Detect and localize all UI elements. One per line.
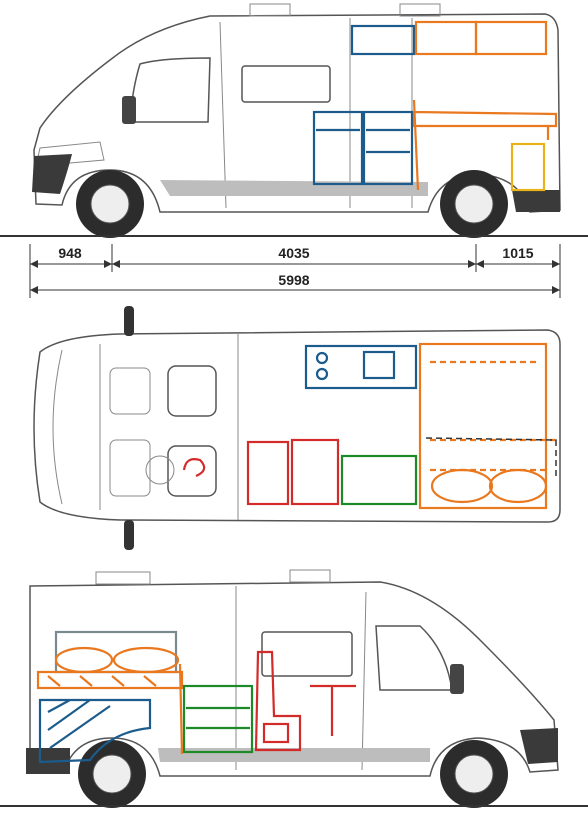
roof-vent: [249, 3, 291, 17]
rear-overhang-label: 1015: [502, 245, 533, 261]
roof-vent-3: [95, 571, 151, 585]
side-sill: [160, 180, 428, 196]
van-body-outline-right: [29, 581, 559, 777]
top-view: [33, 306, 561, 550]
rear-bumper: [512, 190, 560, 212]
van-top-outline: [33, 329, 561, 523]
side-view-left: [0, 3, 588, 238]
cabinet-red-2: [290, 438, 340, 506]
side-mirror: [122, 96, 136, 124]
upper-cabinet-orange-2: [474, 20, 548, 56]
cabinet-red-1: [246, 440, 290, 506]
pillow-2: [488, 468, 548, 504]
bed-side: [36, 670, 184, 690]
front-bumper: [32, 154, 72, 194]
overall-length-label: 5998: [278, 272, 309, 288]
mirror-top-left: [124, 306, 134, 336]
side-view-right: [0, 569, 588, 808]
roof-vent-rear: [399, 3, 441, 17]
front-overhang-label: 948: [58, 245, 82, 261]
front-side-window: [129, 57, 211, 123]
kitchen-unit-left: [312, 110, 364, 186]
dimension-lines: 948 4035 1015 5998: [29, 244, 561, 298]
bed-platform: [412, 99, 558, 191]
kitchen-counter-top: [304, 344, 418, 390]
upper-cabinet-orange-1: [414, 20, 478, 56]
rear-bed: [418, 342, 548, 510]
pillow-1: [430, 468, 494, 504]
kitchen-unit-right: [362, 110, 414, 186]
front-side-window-right: [375, 625, 453, 691]
pillow-side-1: [54, 646, 114, 674]
steering-wheel: [145, 455, 175, 485]
passenger-seat: [167, 365, 217, 417]
pillow-side-2: [112, 646, 180, 674]
bench-seat-red: [254, 650, 302, 752]
storage-green: [340, 454, 418, 506]
table-red: [310, 684, 356, 736]
side-mirror-right: [450, 664, 464, 694]
upper-cabinet-gray: [54, 630, 178, 674]
storage-box-yellow: [510, 142, 546, 192]
mirror-top-right: [124, 520, 134, 550]
roof-vent-4: [289, 569, 331, 583]
upper-cabinet-blue: [350, 24, 416, 56]
side-window-right: [261, 631, 353, 677]
front-bumper-right: [520, 728, 558, 764]
side-window: [241, 65, 331, 103]
drawer-unit-green: [182, 684, 254, 754]
driver-seat: [167, 445, 217, 497]
garage-storage-blue: [38, 698, 152, 764]
wheelbase-label: 4035: [278, 245, 309, 261]
swivel-seat-marker: [182, 458, 206, 478]
